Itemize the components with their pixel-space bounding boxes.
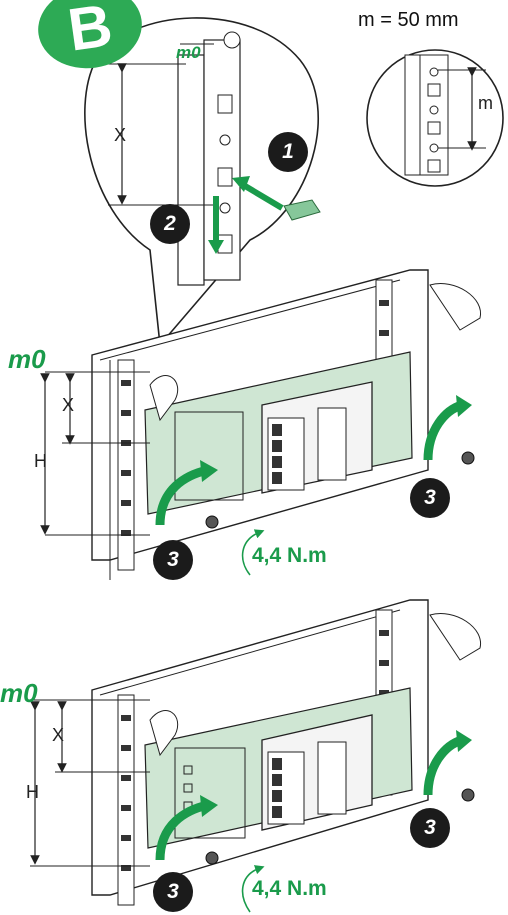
lower-m0-label: m0 [0, 678, 38, 708]
inset-x-label: X [114, 125, 127, 145]
step-2-badge: 2 [150, 204, 190, 244]
upper-h-label: H [34, 451, 47, 471]
step-b-letter: B [63, 0, 117, 64]
step-2-number: 2 [164, 212, 176, 235]
upper-step-3-left-number: 3 [167, 548, 179, 571]
inset-m0-label: m0 [176, 43, 201, 62]
upper-enclosure [40, 269, 481, 580]
lower-step-3-left-number: 3 [167, 880, 179, 903]
upper-step-3-right-number: 3 [424, 486, 436, 509]
lower-h-label: H [26, 782, 39, 802]
upper-step-3-left-badge: 3 [153, 540, 193, 580]
upper-x-label: X [62, 395, 75, 415]
upper-torque-label: 4,4 N.m [252, 544, 327, 567]
upper-step-3-right-badge: 3 [410, 478, 450, 518]
lower-torque-label: 4,4 N.m [252, 877, 327, 900]
step-1-badge: 1 [268, 132, 308, 172]
lower-step-3-right-number: 3 [424, 816, 436, 839]
lower-step-3-right-badge: 3 [410, 808, 450, 848]
step-1-number: 1 [282, 140, 294, 163]
lower-enclosure [30, 599, 481, 913]
lower-step-3-left-badge: 3 [153, 872, 193, 912]
lower-x-label: X [52, 725, 65, 745]
upper-m0-label: m0 [8, 344, 46, 374]
spacing-note: m = 50 mm [358, 9, 459, 31]
spacing-detail-circle [366, 49, 504, 187]
inset-m-label: m [478, 93, 493, 113]
inset-magnifier [84, 17, 321, 347]
